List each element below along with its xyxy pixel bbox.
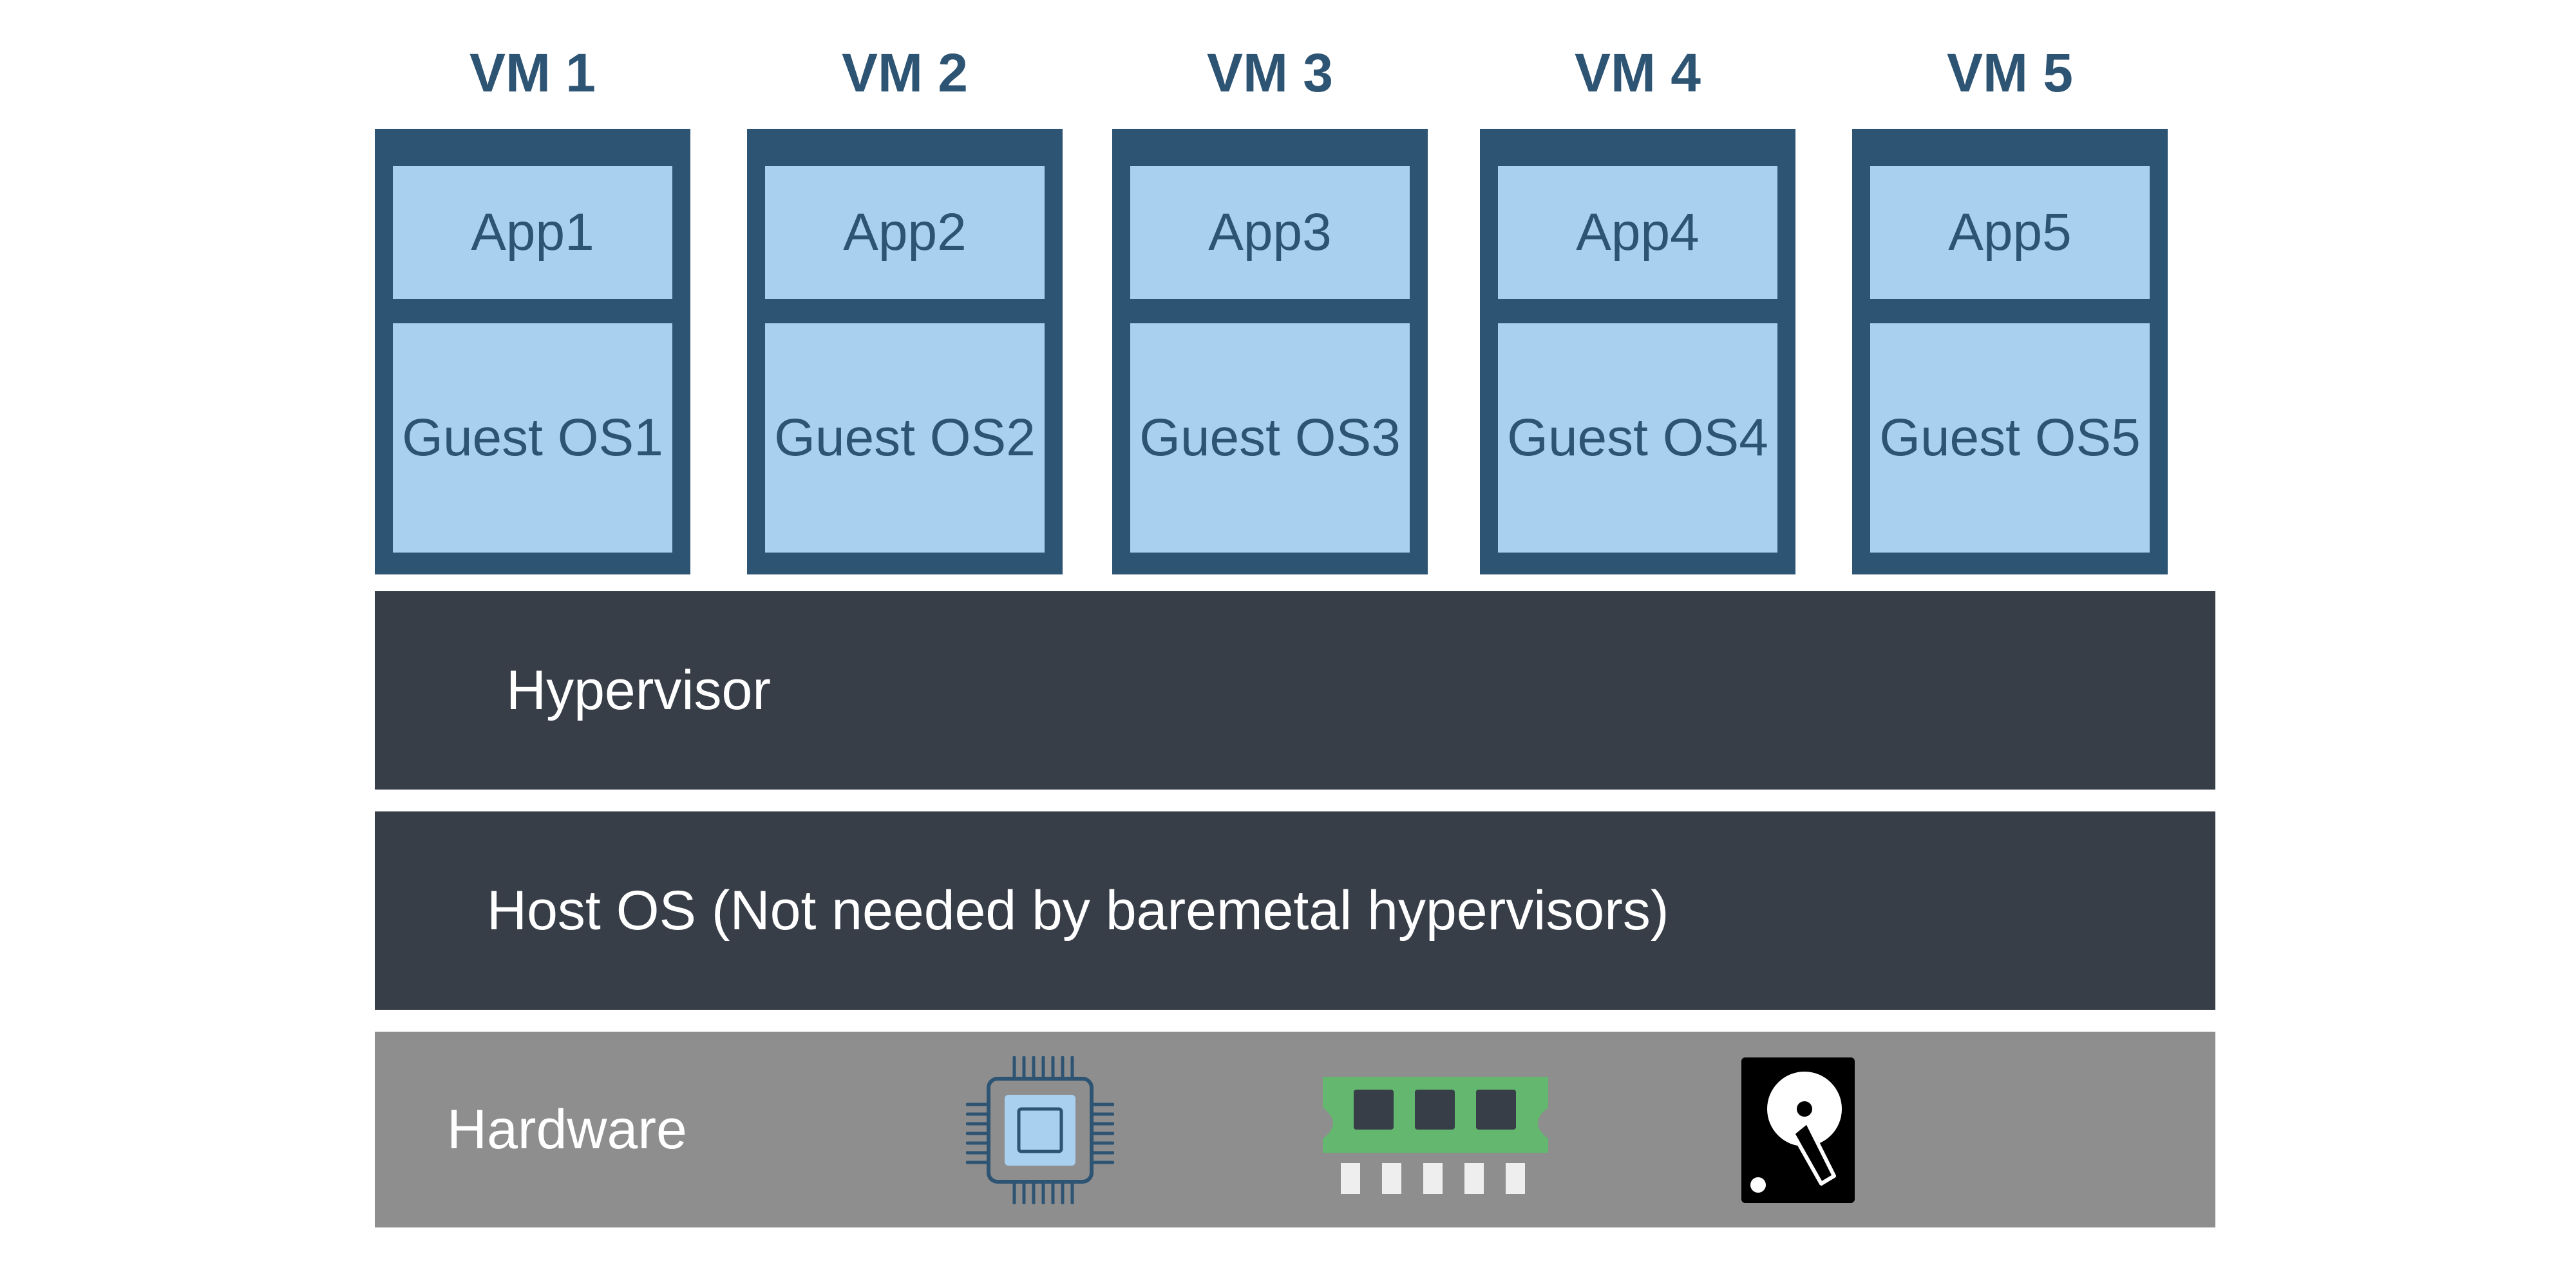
vm-frame: App4 Guest OS4 xyxy=(1480,129,1795,574)
vm-guest-os-box: Guest OS4 xyxy=(1498,323,1777,553)
host-os-layer: Host OS (Not needed by baremetal hypervi… xyxy=(375,811,2215,1010)
hard-drive-icon xyxy=(1741,1057,1855,1203)
vm-app-box: App3 xyxy=(1130,166,1410,299)
hypervisor-label: Hypervisor xyxy=(506,659,771,721)
vm-app-box: App2 xyxy=(765,166,1045,299)
vm-guest-os-box: Guest OS2 xyxy=(765,323,1045,553)
cpu-icon xyxy=(966,1056,1114,1204)
vm-app-box: App4 xyxy=(1498,166,1777,299)
vm-app-box: App5 xyxy=(1870,166,2150,299)
hypervisor-layer: Hypervisor xyxy=(375,591,2215,790)
ram-icon xyxy=(1323,1077,1548,1194)
vm-title: VM 3 xyxy=(1206,43,1334,103)
vm-guest-os-box: Guest OS5 xyxy=(1870,323,2150,553)
vm-title: VM 2 xyxy=(841,43,969,103)
hardware-label: Hardware xyxy=(447,1098,687,1160)
vm-guest-os-box: Guest OS3 xyxy=(1130,323,1410,553)
vm-app-box: App1 xyxy=(393,166,672,299)
vm-frame: App3 Guest OS3 xyxy=(1112,129,1428,574)
vm-frame: App1 Guest OS1 xyxy=(375,129,690,574)
hardware-layer: Hardware xyxy=(375,1032,2215,1227)
vm-title: VM 4 xyxy=(1574,43,1701,103)
vm-frame: App2 Guest OS2 xyxy=(747,129,1063,574)
vm-guest-os-box: Guest OS1 xyxy=(393,323,672,553)
host-os-label: Host OS (Not needed by baremetal hypervi… xyxy=(487,879,1669,942)
vm-frame: App5 Guest OS5 xyxy=(1852,129,2168,574)
vm-title: VM 5 xyxy=(1946,43,2074,103)
vm-title: VM 1 xyxy=(469,43,596,103)
